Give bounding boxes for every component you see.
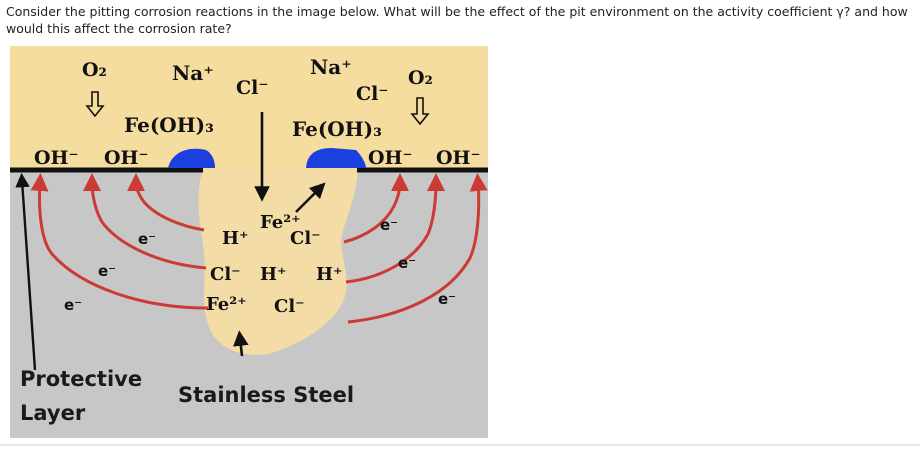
- gamma-symbol: γ: [836, 4, 844, 19]
- feoh-right-label: Fe(OH)₃: [292, 117, 382, 141]
- protective-layer-arrow: [15, 172, 37, 371]
- oh-label-1: OH⁻: [34, 147, 79, 169]
- na-left-label: Na⁺: [172, 61, 214, 85]
- deposit-right: [306, 148, 366, 168]
- current-arrow-right-1: [347, 173, 488, 324]
- current-arrow-left-1: [30, 173, 209, 310]
- electron-label-2: e⁻: [98, 262, 116, 280]
- fe-out-arrow: [295, 182, 326, 213]
- pit-fe-bottom-label: Fe²⁺: [206, 294, 247, 315]
- question-line1-end: ? and how: [843, 4, 908, 19]
- pit-h-label-2: H⁺: [260, 264, 287, 285]
- feoh-left-label: Fe(OH)₃: [124, 113, 214, 137]
- o2-left-label: O₂: [82, 59, 107, 81]
- stainless-steel-label: Stainless Steel: [178, 383, 354, 407]
- oh-label-3: OH⁻: [368, 147, 413, 169]
- na-right-label: Na⁺: [310, 55, 352, 79]
- pit-cl-label-3: Cl⁻: [274, 296, 305, 317]
- electron-label-3: e⁻: [64, 296, 82, 314]
- question-text: Consider the pitting corrosion reactions…: [6, 3, 914, 37]
- pitting-diagram: O₂ Na⁺ Cl⁻ Na⁺ Cl⁻ O₂ Fe(OH)₃ Fe(OH)₃ OH…: [10, 46, 488, 438]
- current-arrow-right-2: [345, 173, 445, 284]
- pit-cl-label-2: Cl⁻: [210, 264, 241, 285]
- current-arrow-right-3: [343, 173, 409, 244]
- pit-fe-top-label: Fe²⁺: [260, 212, 301, 233]
- current-arrow-left-2: [83, 173, 207, 270]
- electron-label-1: e⁻: [138, 230, 156, 248]
- corrosion-pit: [198, 172, 358, 355]
- protective-layer-label-line2: Layer: [20, 401, 86, 425]
- oh-label-2: OH⁻: [104, 147, 149, 169]
- bottom-divider: [0, 444, 920, 446]
- o2-right-label: O₂: [408, 67, 433, 89]
- electron-label-6: e⁻: [438, 290, 456, 308]
- oh-label-4: OH⁻: [436, 147, 481, 169]
- pit-h-label-3: H⁺: [316, 264, 343, 285]
- o2-arrow-right: [410, 97, 430, 126]
- pit-bottom-arrow: [233, 330, 249, 357]
- current-arrow-left-3: [127, 173, 205, 232]
- question-line2: would this affect the corrosion rate?: [6, 21, 232, 36]
- cl-top-left-label: Cl⁻: [236, 77, 268, 99]
- pit-h-label-1: H⁺: [222, 228, 249, 249]
- electron-label-5: e⁻: [398, 254, 416, 272]
- pitting-corrosion-figure: O₂ Na⁺ Cl⁻ Na⁺ Cl⁻ O₂ Fe(OH)₃ Fe(OH)₃ OH…: [10, 46, 488, 438]
- protective-layer-label-line1: Protective: [20, 367, 142, 391]
- cl-top-right-label: Cl⁻: [356, 83, 388, 105]
- pit-cl-label-1: Cl⁻: [290, 228, 321, 249]
- deposit-left: [168, 148, 215, 168]
- o2-arrow-left: [85, 91, 105, 118]
- electron-label-4: e⁻: [380, 216, 398, 234]
- question-line1-start: Consider the pitting corrosion reactions…: [6, 4, 837, 19]
